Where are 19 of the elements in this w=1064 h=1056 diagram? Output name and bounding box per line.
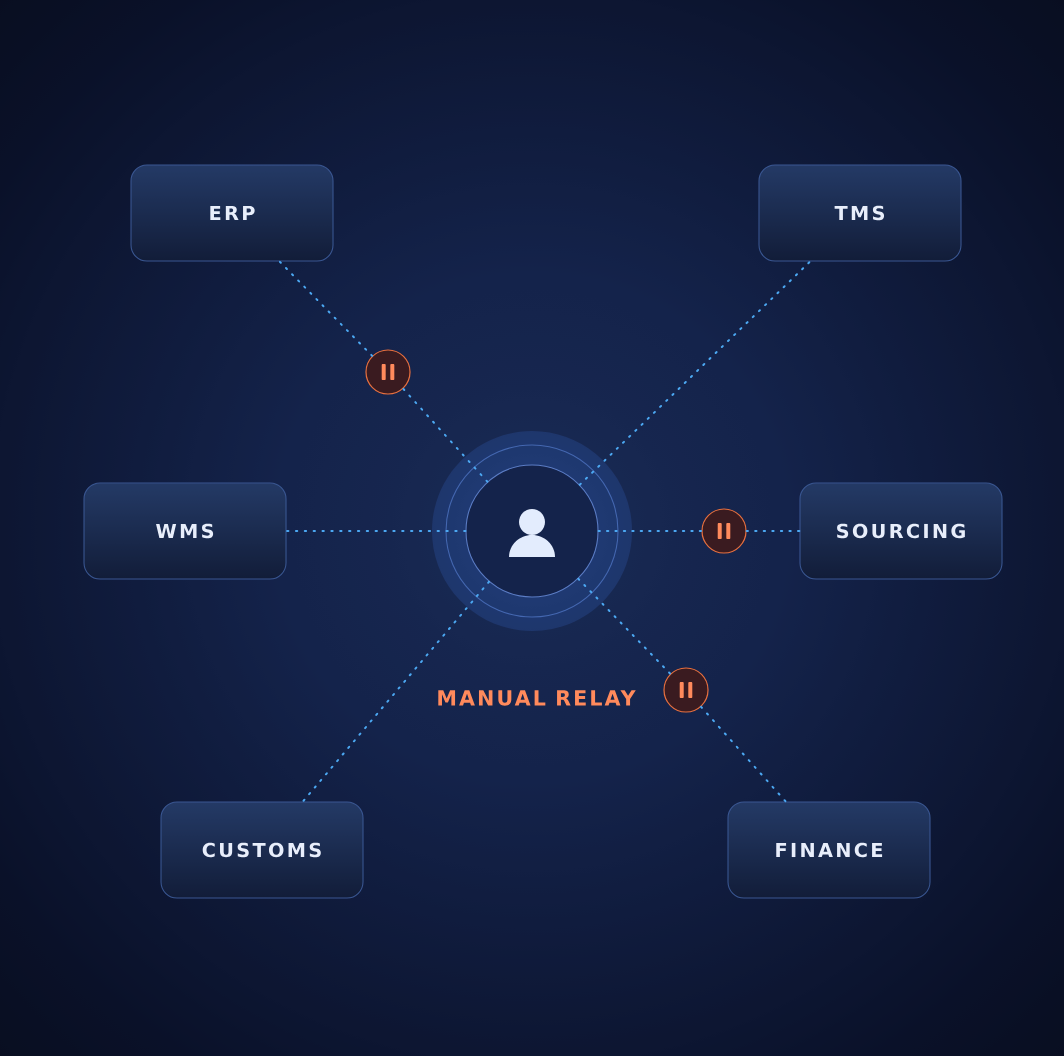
dotted-connector [578,260,812,486]
dotted-connector [597,530,703,532]
dotted-connector [700,705,787,803]
pause-icon [663,667,709,713]
dotted-connector [285,530,467,532]
pause-icon [701,508,747,554]
dotted-connector [402,387,489,483]
system-box: TMS [758,164,962,262]
system-box: SOURCING [799,482,1003,580]
system-box: CUSTOMS [160,801,364,899]
system-box: FINANCE [727,801,931,899]
dotted-connector [745,530,801,532]
dotted-connector [278,260,374,357]
system-box: ERP [130,164,334,262]
system-box: WMS [83,482,287,580]
text-label: MANUAL RELAY [438,690,636,706]
pause-icon [365,349,411,395]
dotted-connector [577,577,672,675]
dotted-connector [301,580,490,803]
